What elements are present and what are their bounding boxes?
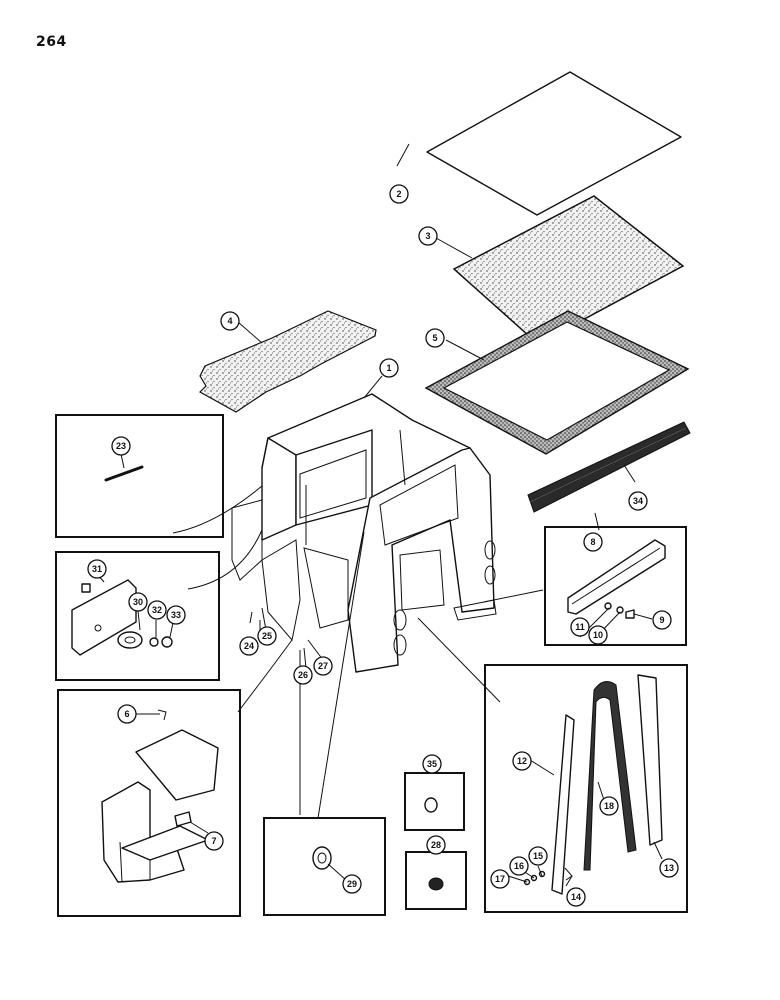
callout-6: 6 (117, 704, 137, 724)
inset-panel-hinge (55, 551, 220, 681)
svg-text:17: 17 (495, 874, 505, 884)
inset-panel-23 (55, 414, 224, 538)
svg-text:35: 35 (427, 759, 437, 769)
svg-text:9: 9 (659, 615, 664, 625)
inset-panel-28 (405, 851, 467, 910)
svg-text:6: 6 (124, 709, 129, 719)
roof-sheet (426, 71, 682, 216)
callout-34: 34 (628, 491, 648, 511)
callout-1: 1 (379, 358, 399, 378)
svg-text:29: 29 (347, 879, 357, 889)
cab-frame (231, 393, 497, 673)
svg-text:28: 28 (431, 840, 441, 850)
svg-text:7: 7 (211, 836, 216, 846)
callout-12: 12 (512, 751, 532, 771)
svg-text:10: 10 (593, 630, 603, 640)
callout-30: 30 (128, 592, 148, 612)
callout-29: 29 (342, 874, 362, 894)
page-number: 264 (36, 34, 67, 50)
svg-text:13: 13 (664, 863, 674, 873)
svg-text:32: 32 (152, 605, 162, 615)
roof-insulation (452, 195, 685, 345)
callout-35: 35 (422, 754, 442, 774)
callout-14: 14 (566, 887, 586, 907)
leader-lines (96, 143, 663, 887)
svg-text:14: 14 (571, 892, 581, 902)
inset-panel-35 (404, 772, 465, 831)
svg-text:26: 26 (298, 670, 308, 680)
callout-7: 7 (204, 831, 224, 851)
callout-9: 9 (652, 610, 672, 630)
svg-text:34: 34 (633, 496, 643, 506)
callout-33: 33 (166, 605, 186, 625)
svg-text:16: 16 (514, 861, 524, 871)
callout-17: 17 (490, 869, 510, 889)
callout-10: 10 (588, 625, 608, 645)
callout-11: 11 (570, 617, 590, 637)
callout-18: 18 (599, 796, 619, 816)
callout-8: 8 (583, 532, 603, 552)
svg-text:18: 18 (604, 801, 614, 811)
callout-31: 31 (87, 559, 107, 579)
callout-4: 4 (220, 311, 240, 331)
callout-15: 15 (528, 846, 548, 866)
roof-seal-frame (424, 310, 690, 455)
svg-text:8: 8 (590, 537, 595, 547)
svg-text:5: 5 (432, 333, 437, 343)
svg-text:12: 12 (517, 756, 527, 766)
svg-text:15: 15 (533, 851, 543, 861)
callout-26: 26 (293, 665, 313, 685)
svg-text:33: 33 (171, 610, 181, 620)
callout-16: 16 (509, 856, 529, 876)
callout-25: 25 (257, 626, 277, 646)
headliner-panel (199, 310, 377, 413)
svg-text:3: 3 (425, 231, 430, 241)
callout-2: 2 (389, 184, 409, 204)
svg-text:1: 1 (386, 363, 391, 373)
svg-text:4: 4 (227, 316, 232, 326)
callout-24: 24 (239, 636, 259, 656)
callout-28: 28 (426, 835, 446, 855)
inset-panel-29 (263, 817, 386, 916)
callout-32: 32 (147, 600, 167, 620)
svg-text:2: 2 (396, 189, 401, 199)
inset-panel-bracket (57, 689, 241, 917)
svg-text:24: 24 (244, 641, 254, 651)
svg-text:11: 11 (575, 622, 585, 632)
callout-13: 13 (659, 858, 679, 878)
svg-text:31: 31 (92, 564, 102, 574)
svg-text:25: 25 (262, 631, 272, 641)
svg-text:30: 30 (133, 597, 143, 607)
callout-27: 27 (313, 656, 333, 676)
svg-text:27: 27 (318, 661, 328, 671)
weather-strip (527, 421, 691, 513)
svg-text:23: 23 (116, 441, 126, 451)
callout-5: 5 (425, 328, 445, 348)
callout-23: 23 (111, 436, 131, 456)
inset-panel-door-seal (484, 664, 688, 913)
callout-3: 3 (418, 226, 438, 246)
